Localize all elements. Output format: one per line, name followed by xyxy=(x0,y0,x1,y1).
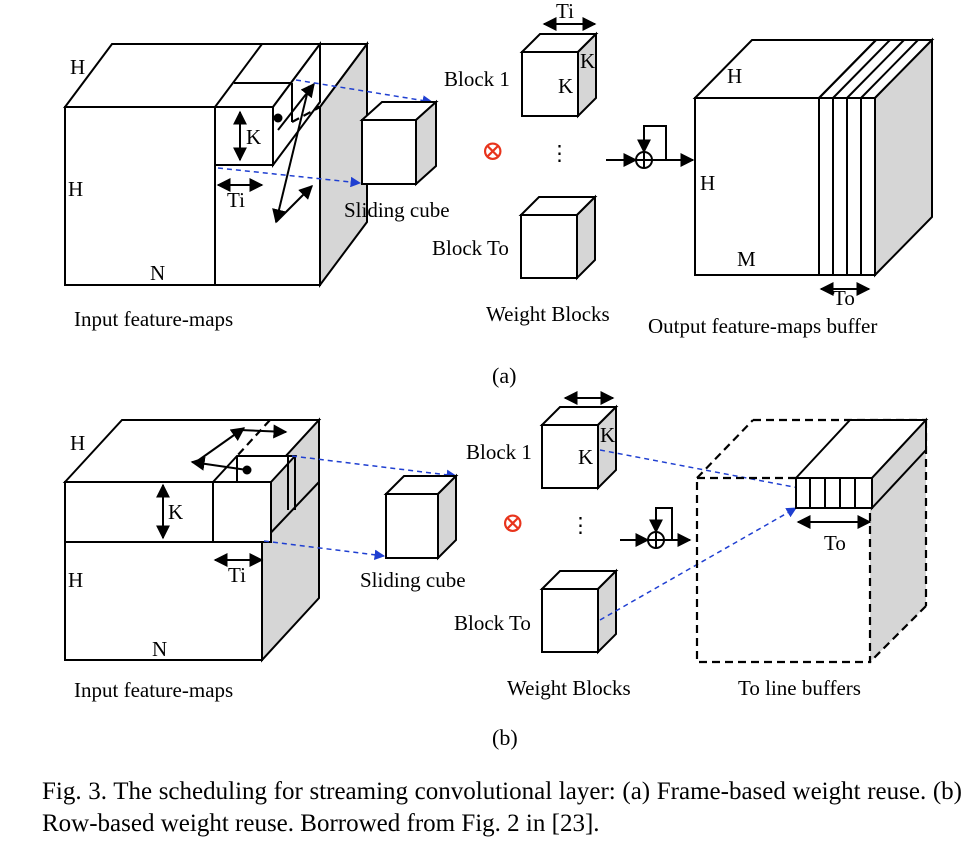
weight-block-1-b xyxy=(539,404,619,491)
weight-dots-b: ⋮ xyxy=(570,513,591,537)
weight-k1-b: K xyxy=(600,423,615,447)
input-h-side-a: H xyxy=(68,177,83,201)
line-buffer-to-b: To xyxy=(824,531,846,555)
input-h-side-b: H xyxy=(68,568,83,592)
input-k-a: K xyxy=(246,125,261,149)
block-1-label-a: Block 1 xyxy=(444,67,510,91)
input-n-b: N xyxy=(152,637,167,661)
weight-k2-b: K xyxy=(578,445,593,469)
weight-k1-a: K xyxy=(580,49,595,73)
block-to-label-a: Block To xyxy=(432,236,509,260)
output-h-side-a: H xyxy=(700,171,715,195)
conv-operator-a: ⊗ xyxy=(481,136,504,167)
sliding-cube-label-a: Sliding cube xyxy=(344,198,450,222)
conv-operator-b: ⊗ xyxy=(501,508,524,539)
input-feature-maps-cube-b xyxy=(62,417,322,663)
sliding-cube-a xyxy=(359,99,439,187)
weight-blocks-label-b: Weight Blocks xyxy=(507,676,631,700)
panel-b: H H N K Ti Input feature-maps Sliding cu… xyxy=(62,391,929,750)
figure-caption: Fig. 3. The scheduling for streaming con… xyxy=(42,778,962,837)
input-h-top-a: H xyxy=(70,55,85,79)
output-buffer-a xyxy=(692,37,935,296)
panel-a: H H N K Ti Input feature-maps Sliding cu… xyxy=(63,0,935,388)
line-buffers-label-b: To line buffers xyxy=(738,676,861,700)
map-arrow-bottom-b xyxy=(263,540,386,561)
accumulator-b xyxy=(620,507,692,549)
map-arrow-bottom-a xyxy=(217,167,362,188)
weight-ti-a: Ti xyxy=(556,0,574,23)
scheduling-diagram: H H N K Ti Input feature-maps Sliding cu… xyxy=(62,0,935,750)
weight-block-to-b xyxy=(539,568,619,655)
block-to-label-b: Block To xyxy=(454,611,531,635)
map-arrow-top-a xyxy=(295,79,434,106)
weight-block-to-a xyxy=(518,194,598,281)
panel-label-b: (b) xyxy=(492,725,518,750)
input-feature-maps-cube-a xyxy=(63,40,369,289)
input-feature-maps-label-b: Input feature-maps xyxy=(74,678,233,702)
block-1-label-b: Block 1 xyxy=(466,440,532,464)
weight-blocks-label-a: Weight Blocks xyxy=(486,302,610,326)
map-arrow-top-b xyxy=(291,455,458,481)
sliding-cube-b xyxy=(383,473,459,561)
input-feature-maps-label-a: Input feature-maps xyxy=(74,307,233,331)
output-h-top-a: H xyxy=(727,64,742,88)
accumulator-a xyxy=(606,125,695,169)
input-ti-a: Ti xyxy=(227,188,245,212)
output-to-a: To xyxy=(833,286,855,310)
input-k-b: K xyxy=(168,500,183,524)
input-h-top-b: H xyxy=(70,431,85,455)
input-ti-b: Ti xyxy=(228,563,246,587)
weight-dots-a: ⋮ xyxy=(549,141,570,165)
sliding-cube-label-b: Sliding cube xyxy=(360,568,466,592)
weight-k2-a: K xyxy=(558,74,573,98)
line-buffer-b xyxy=(695,417,929,664)
output-m-a: M xyxy=(737,247,756,271)
panel-label-a: (a) xyxy=(492,363,516,388)
weight-block-1-a xyxy=(519,31,599,119)
output-buffer-label-a: Output feature-maps buffer xyxy=(648,314,877,338)
input-n-a: N xyxy=(150,261,165,285)
